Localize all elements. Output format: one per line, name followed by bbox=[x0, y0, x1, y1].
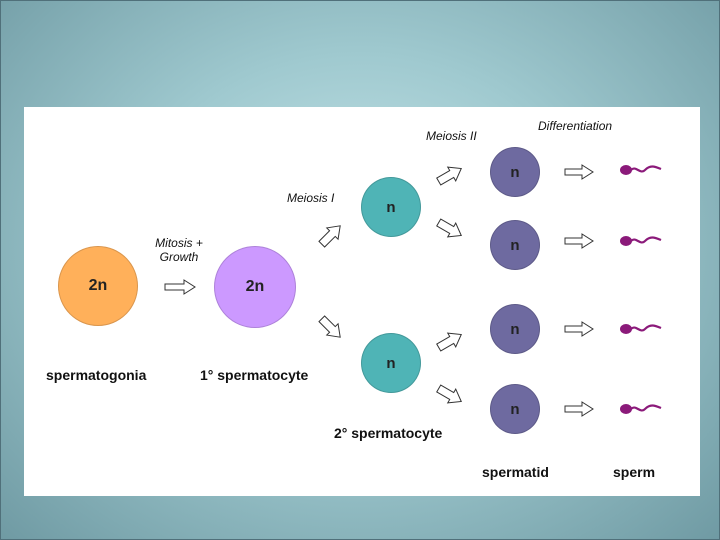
secondary-spermatocyte-cell-bottom: n bbox=[361, 333, 421, 393]
meiosis-2-arrow-1-icon bbox=[436, 166, 462, 186]
primary-spermatocyte-label: 1° spermatocyte bbox=[200, 367, 309, 383]
differentiation-arrow-4-icon bbox=[564, 401, 594, 417]
mitosis-label-line1: Mitosis + bbox=[155, 236, 203, 250]
meiosis-2-arrow-3-icon bbox=[436, 332, 462, 352]
spermatogonia-ploidy: 2n bbox=[88, 277, 108, 294]
sperm-icon-3 bbox=[620, 324, 662, 334]
spermatid-cell-1: n bbox=[490, 147, 540, 197]
mitosis-label-line2: Growth bbox=[159, 250, 199, 264]
sperm-icon-1 bbox=[620, 165, 662, 175]
spermatid-cell-4: n bbox=[490, 384, 540, 434]
differentiation-arrow-3-icon bbox=[564, 321, 594, 337]
meiosis-2-arrow-2-icon bbox=[436, 218, 462, 238]
spermatid-ploidy-1: n bbox=[510, 163, 520, 181]
meiosis-1-arrow-up-icon bbox=[318, 225, 341, 248]
secondary-ploidy-bottom: n bbox=[386, 354, 396, 372]
primary-spermatocyte-ploidy: 2n bbox=[245, 278, 265, 295]
spermatid-ploidy-2: n bbox=[510, 236, 520, 254]
primary-spermatocyte-cell: 2n bbox=[214, 246, 296, 328]
diagram-panel: Mitosis + Growth Meiosis I Meiosis II Di… bbox=[24, 107, 700, 496]
sperm-icon-4 bbox=[620, 404, 662, 414]
differentiation-arrow-2-icon bbox=[564, 233, 594, 249]
secondary-spermatocyte-label: 2° spermatocyte bbox=[334, 425, 443, 441]
secondary-ploidy-top: n bbox=[386, 198, 396, 216]
meiosis-2-label: Meiosis II bbox=[426, 129, 477, 143]
spermatid-label: spermatid bbox=[482, 464, 549, 480]
sperm-label: sperm bbox=[613, 464, 656, 480]
spermatogonia-label: spermatogonia bbox=[46, 367, 147, 383]
mitosis-growth-label: Mitosis + Growth bbox=[144, 236, 214, 264]
spermatid-ploidy-4: n bbox=[510, 400, 520, 418]
spermatid-ploidy-3: n bbox=[510, 320, 520, 338]
meiosis-1-arrow-down-icon bbox=[318, 315, 341, 338]
spermatogonia-cell: 2n bbox=[58, 246, 138, 326]
spermatid-cell-3: n bbox=[490, 304, 540, 354]
secondary-spermatocyte-cell-top: n bbox=[361, 177, 421, 237]
meiosis-2-arrow-4-icon bbox=[436, 384, 462, 404]
mitosis-arrow-icon bbox=[164, 279, 196, 295]
spermatid-cell-2: n bbox=[490, 220, 540, 270]
sperm-icon-2 bbox=[620, 236, 662, 246]
meiosis-1-label: Meiosis I bbox=[287, 191, 335, 205]
differentiation-arrow-1-icon bbox=[564, 164, 594, 180]
differentiation-label: Differentiation bbox=[538, 119, 613, 133]
